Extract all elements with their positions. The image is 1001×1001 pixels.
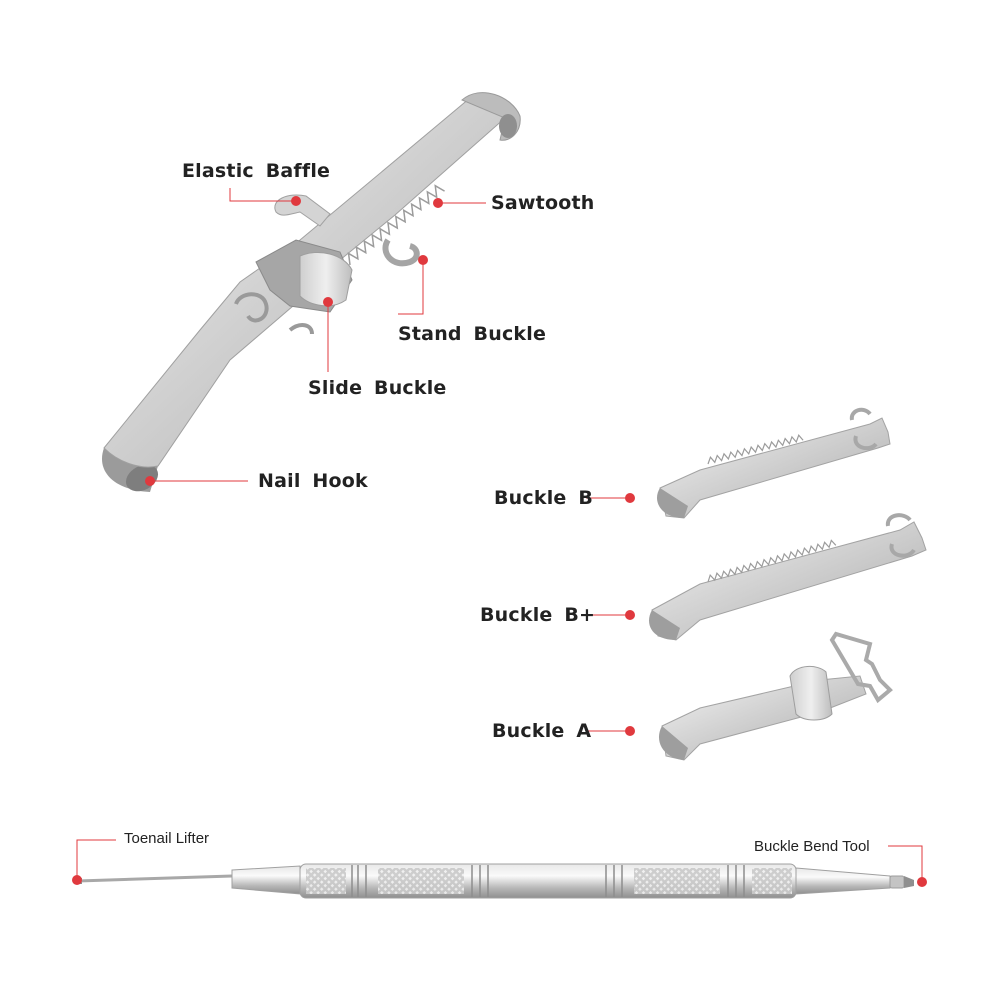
marker-slide-buckle — [323, 297, 333, 307]
label-slide-buckle: Slide Buckle — [308, 377, 447, 399]
label-buckle-b: Buckle B — [494, 487, 594, 509]
marker-buckle-bend-tool — [917, 877, 927, 887]
marker-buckle-a — [625, 726, 635, 736]
buckle-b-plus-part — [649, 513, 927, 641]
buckle-a-part — [658, 631, 893, 761]
marker-toenail-lifter — [72, 875, 82, 885]
label-elastic-baffle: Elastic Baffle — [182, 160, 331, 182]
label-toenail-lifter: Toenail Lifter — [124, 830, 210, 847]
label-buckle-bend-tool: Buckle Bend Tool — [754, 838, 870, 855]
label-buckle-a: Buckle A — [492, 720, 592, 742]
marker-sawtooth — [433, 198, 443, 208]
marker-elastic-baffle — [291, 196, 301, 206]
double-ended-tool — [74, 863, 914, 899]
marker-buckle-b — [625, 493, 635, 503]
label-stand-buckle: Stand Buckle — [398, 323, 547, 345]
main-brace — [101, 92, 521, 492]
label-nail-hook: Nail Hook — [258, 470, 368, 492]
label-sawtooth: Sawtooth — [491, 192, 595, 214]
main-brace-leaders — [145, 188, 486, 486]
label-buckle-b-plus: Buckle B+ — [480, 604, 596, 626]
marker-nail-hook — [145, 476, 155, 486]
marker-stand-buckle — [418, 255, 428, 265]
marker-buckle-b-plus — [625, 610, 635, 620]
buckle-b-part — [657, 407, 891, 519]
